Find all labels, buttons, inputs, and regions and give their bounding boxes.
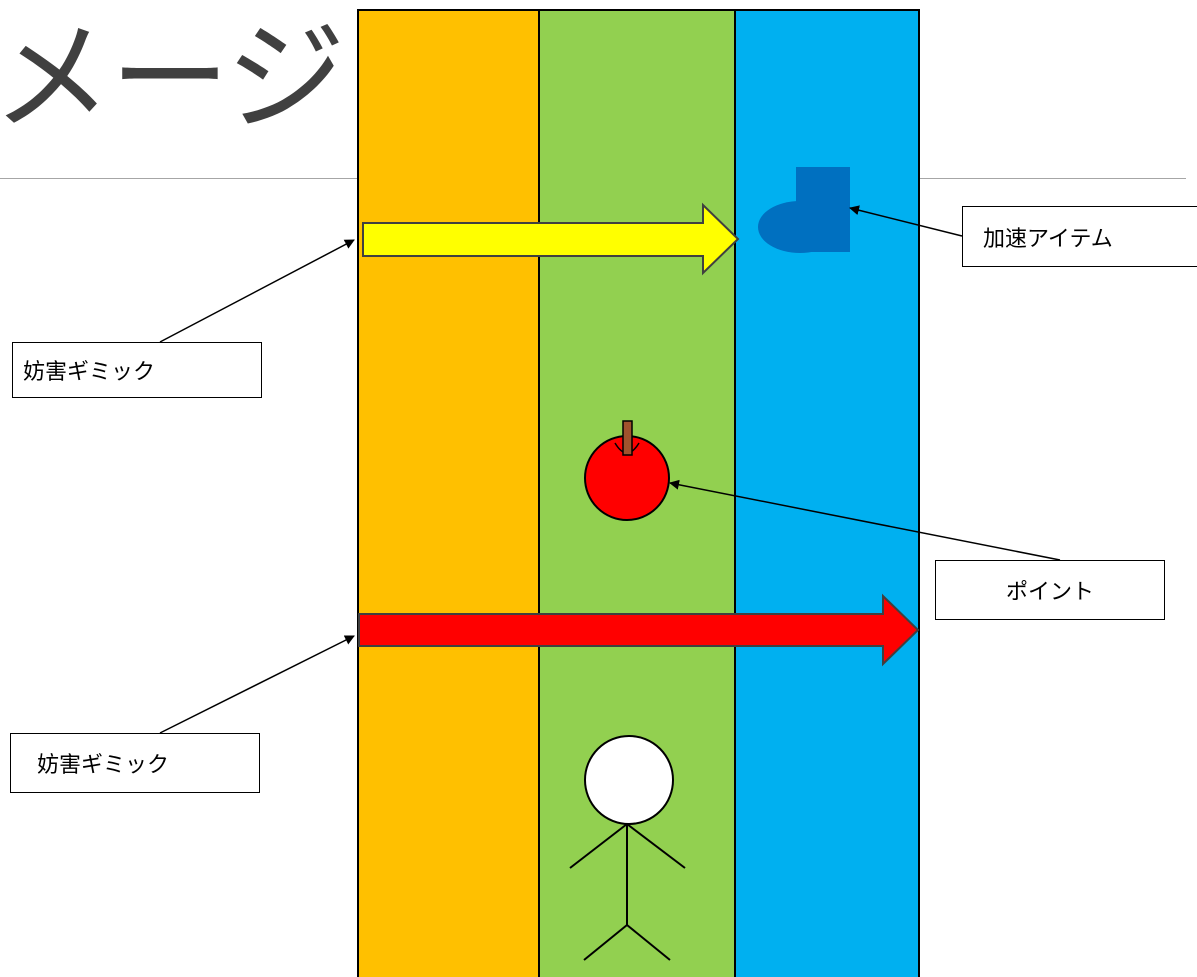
apple-stem xyxy=(622,420,633,456)
boot-icon xyxy=(758,167,850,253)
stick-figure-arm-right xyxy=(626,823,686,869)
apple-icon xyxy=(584,420,670,521)
slide-title: メージ xyxy=(0,9,346,148)
lane-left xyxy=(357,9,540,977)
connector-gimmick-top xyxy=(159,239,355,343)
red-obstacle-arrow xyxy=(358,593,920,667)
yellow-obstacle-arrow xyxy=(362,202,740,276)
connector-gimmick-bottom xyxy=(159,635,355,734)
stick-figure-leg-left xyxy=(583,924,628,961)
callout-obstacle-gimmick-bottom: 妨害ギミック xyxy=(10,733,260,793)
connector-point xyxy=(669,479,1061,561)
callout-obstacle-gimmick-top: 妨害ギミック xyxy=(12,342,262,398)
stick-figure-leg-right xyxy=(626,924,671,961)
boot-shaft-shape xyxy=(796,167,850,252)
lane-right xyxy=(734,9,920,977)
stick-figure-head xyxy=(584,735,674,825)
callout-point: ポイント xyxy=(935,560,1165,620)
stick-figure-icon xyxy=(569,735,686,961)
callout-speed-item: 加速アイテム xyxy=(962,206,1197,267)
stick-figure-arm-left xyxy=(569,823,628,869)
connector-speed-item xyxy=(849,205,963,237)
